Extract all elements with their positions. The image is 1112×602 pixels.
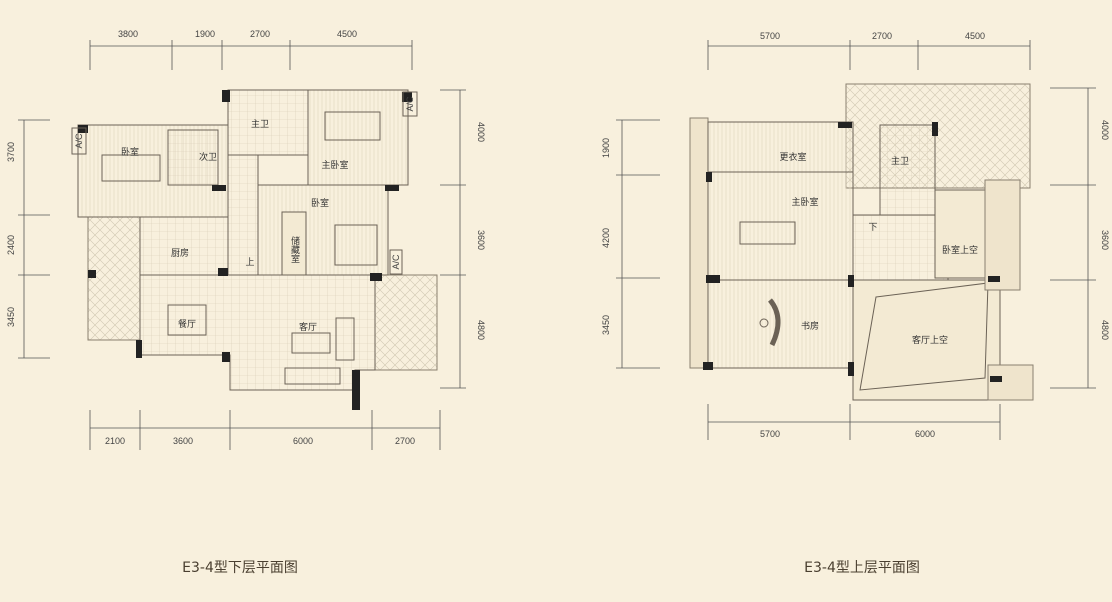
upper-dim-top-3: 4500: [965, 31, 985, 41]
upper-dim-top-1: 5700: [760, 31, 780, 41]
upper-dim-left-1: 1900: [601, 138, 611, 158]
lower-dim-top-4: 4500: [337, 29, 357, 39]
ac-label: A/C: [405, 96, 415, 112]
upper-dim-bottom-1: 5700: [760, 429, 780, 439]
stairs-up-label: 上: [245, 257, 254, 268]
lower-structural-columns: [78, 90, 412, 410]
upper-master-bedroom: [707, 171, 854, 281]
upper-dim-top-2: 2700: [872, 31, 892, 41]
bed-icon: [324, 111, 381, 141]
room-label-master-bath: 主卫: [251, 118, 269, 130]
lower-plan-title: E3-4型下层平面图: [182, 560, 298, 576]
kitchen: [139, 216, 229, 276]
room-label-kitchen: 厨房: [171, 247, 189, 259]
room-label-second-bath: 次卫: [199, 151, 217, 163]
lower-dimension-lines: [18, 40, 466, 450]
upper-dim-left-2: 4200: [601, 228, 611, 248]
room-label-study: 书房: [801, 320, 819, 332]
ac-label: A/C: [391, 254, 401, 270]
storage-room: [281, 211, 307, 276]
upper-dim-right-1: 4000: [1100, 120, 1110, 140]
lower-dim-top-3: 2700: [250, 29, 270, 39]
upper-dim-left-3: 3450: [601, 315, 611, 335]
ac-unit-icon: [71, 127, 87, 155]
lower-dim-right-1: 4000: [476, 122, 486, 142]
room-label-closet: 更衣室: [779, 151, 806, 163]
lower-dim-bottom-4: 2700: [395, 436, 415, 446]
lower-dim-left-3: 3450: [6, 307, 16, 327]
lower-dim-bottom-3: 6000: [293, 436, 313, 446]
lower-dim-right-2: 3600: [476, 230, 486, 250]
walk-in-closet: [707, 121, 854, 173]
room-label-upper-master-bedroom: 主卧室: [791, 196, 818, 208]
sofa-icon: [335, 317, 355, 361]
room-label-storage: 储藏室: [289, 235, 300, 263]
stairs-down-label: 下: [868, 223, 877, 233]
ac-label: A/C: [74, 133, 84, 149]
void-outline: [859, 282, 989, 391]
study-desk-icon: [767, 298, 781, 347]
room-label-bedroom-1: 卧室: [121, 146, 139, 158]
ac-unit-icon: [389, 249, 403, 275]
right-planter: [984, 179, 1021, 291]
room-label-living: 客厅: [299, 321, 317, 333]
left-planter-ledge: [689, 117, 709, 369]
lower-dim-bottom-2: 3600: [173, 436, 193, 446]
lower-dim-bottom-1: 2100: [105, 436, 125, 446]
room-label-living-void: 客厅上空: [912, 334, 948, 346]
upper-dim-right-3: 4800: [1100, 320, 1110, 340]
second-bathroom: [167, 129, 219, 186]
room-label-dining: 餐厅: [178, 318, 196, 330]
upper-floor-plan: 5700 2700 4500 5700 6000 1900 4200 3450 …: [601, 31, 1110, 440]
lower-dim-right-3: 4800: [476, 320, 486, 340]
lower-dim-left-2: 2400: [6, 235, 16, 255]
staircase: [852, 214, 949, 281]
room-label-upper-master-bath: 主卫: [891, 155, 909, 167]
upper-structural-columns: [703, 122, 1002, 382]
room-label-bedroom-2: 卧室: [311, 197, 329, 209]
lower-dim-top-1: 3800: [118, 29, 138, 39]
coffee-table-icon: [291, 332, 331, 354]
bed-icon: [101, 154, 161, 182]
room-label-bedroom-void: 卧室上空: [942, 244, 978, 256]
bed-icon: [334, 224, 378, 266]
bed-icon: [739, 221, 796, 245]
master-bathroom: [227, 89, 309, 156]
upper-dimension-lines: [616, 40, 1096, 440]
corridor: [227, 154, 259, 276]
dining-table-icon: [167, 304, 207, 336]
right-balcony: [374, 274, 438, 371]
sofa-icon: [284, 367, 341, 385]
ac-unit-icon: [402, 91, 418, 117]
lower-dim-top-2: 1900: [195, 29, 215, 39]
upper-master-bathroom: [879, 124, 936, 216]
bedroom-void: [934, 189, 986, 279]
upper-dim-right-2: 3600: [1100, 230, 1110, 250]
lower-dim-left-1: 3700: [6, 142, 16, 162]
upper-dim-bottom-2: 6000: [915, 429, 935, 439]
lower-floor-plan: 3800 1900 2700 4500 2100 3600 6000 2700 …: [6, 29, 486, 450]
upper-plan-title: E3-4型上层平面图: [804, 560, 920, 576]
room-label-master-bedroom: 主卧室: [321, 159, 348, 171]
right-planter-lower: [987, 364, 1034, 401]
chair-icon: [759, 318, 769, 328]
left-balcony: [87, 216, 141, 341]
bedroom-2: [257, 184, 389, 276]
